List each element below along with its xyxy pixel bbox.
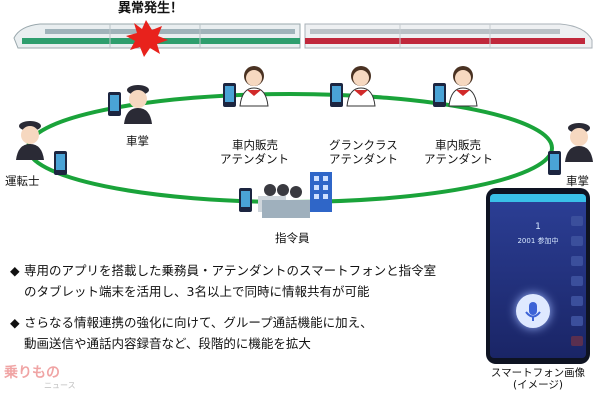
granclass-attendant-icon (330, 65, 376, 107)
phone-subtext: 2001 参加中 (517, 237, 559, 245)
bullet-1-line2: のタブレット端末を活用し、3名以上で同時に情報共有が可能 (24, 284, 370, 299)
phone-side-button-4[interactable] (571, 276, 583, 286)
bullet-2-line2: 動画送信や通話内容録音など、段階的に機能を拡大 (24, 336, 311, 351)
watermark-main: 乗りもの (4, 365, 60, 381)
alert-burst-icon (126, 20, 168, 57)
label-granclass-line2: アテンダント (329, 152, 398, 166)
microphone-icon (525, 302, 541, 321)
label-driver: 運転士 (5, 174, 40, 188)
phone-side-button-3[interactable] (571, 256, 583, 266)
sales-attendant-1-icon (223, 65, 269, 107)
conductor-1-icon (108, 85, 152, 124)
label-dispatcher: 指令員 (275, 231, 310, 245)
phone-side-button-7[interactable] (571, 336, 583, 346)
dispatcher-icon (239, 172, 332, 218)
red-train (304, 23, 593, 49)
smartphone-image: 1 2001 参加中 (486, 188, 590, 364)
phone-side-button-1[interactable] (571, 216, 583, 226)
caption-line2: (イメージ) (513, 379, 563, 391)
trains (13, 20, 593, 57)
watermark-sub: ニュース (44, 381, 76, 390)
label-sales-2-line2: アテンダント (424, 152, 493, 166)
caption-line1: スマートフォン画像 (490, 367, 586, 379)
phone-side-button-2[interactable] (571, 236, 583, 246)
phone-side-button-5[interactable] (571, 296, 583, 306)
label-sales-1-line1: 車内販売 (232, 138, 278, 152)
label-conductor-1: 車掌 (126, 134, 149, 148)
phone-side-button-6[interactable] (571, 316, 583, 326)
label-sales-2-line1: 車内販売 (435, 138, 481, 152)
bullet-2-line1: さらなる情報連携の強化に向けて、グループ通話機能に加え、 (24, 315, 373, 330)
bullet-2-cont: 動画送信や通話内容録音など、段階的に機能を拡大 (10, 335, 311, 353)
driver-icon (16, 121, 67, 175)
mic-button[interactable] (516, 294, 550, 328)
bullet-2-mark: ◆ (10, 315, 20, 330)
label-granclass-line1: グランクラス (329, 138, 398, 152)
label-sales-1-line2: アテンダント (220, 152, 289, 166)
people-icons (16, 65, 593, 218)
sales-attendant-2-icon (433, 65, 478, 107)
bullet-1: ◆ 専用のアプリを搭載した乗務員・アテンダントのスマートフォンと指令室 (10, 262, 436, 280)
smartphone-caption: スマートフォン画像 (イメージ) (478, 367, 598, 391)
label-conductor-2: 車掌 (566, 174, 589, 188)
phone-screen: 1 2001 参加中 (490, 194, 586, 358)
bullet-2: ◆ さらなる情報連携の強化に向けて、グループ通話機能に加え、 (10, 314, 373, 332)
watermark-logo: 乗りもの ニュース (4, 362, 76, 391)
phone-status-bar (490, 194, 586, 202)
conductor-2-icon (548, 123, 593, 175)
phone-count: 1 (535, 222, 541, 232)
alert-label: 異常発生！ (118, 1, 184, 16)
bullet-1-mark: ◆ (10, 263, 20, 278)
bullet-1-line1: 専用のアプリを搭載した乗務員・アテンダントのスマートフォンと指令室 (24, 263, 437, 278)
bullet-1-cont: のタブレット端末を活用し、3名以上で同時に情報共有が可能 (10, 283, 369, 301)
